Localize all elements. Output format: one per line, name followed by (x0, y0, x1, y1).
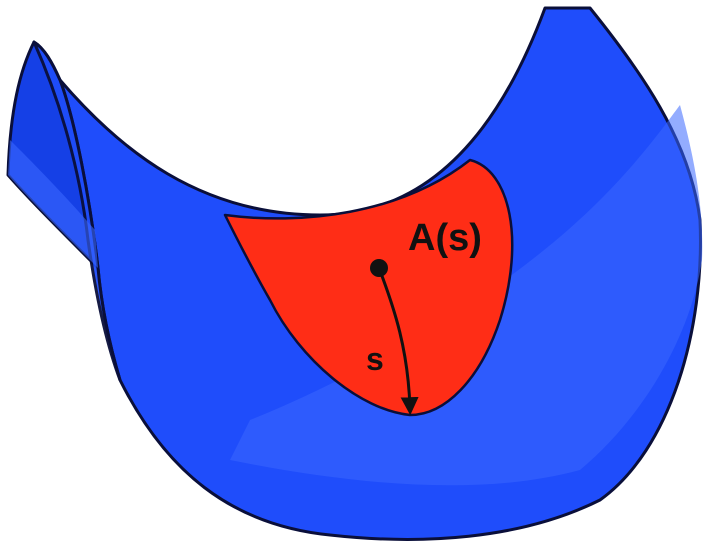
left-fold-highlight (8, 140, 98, 268)
path-curve (377, 267, 419, 416)
region-a-s (223, 158, 514, 417)
start-point (370, 259, 388, 277)
path-label: s (366, 341, 384, 377)
region-label: A(s) (408, 217, 482, 259)
surface-left-fold-front (32, 40, 122, 382)
